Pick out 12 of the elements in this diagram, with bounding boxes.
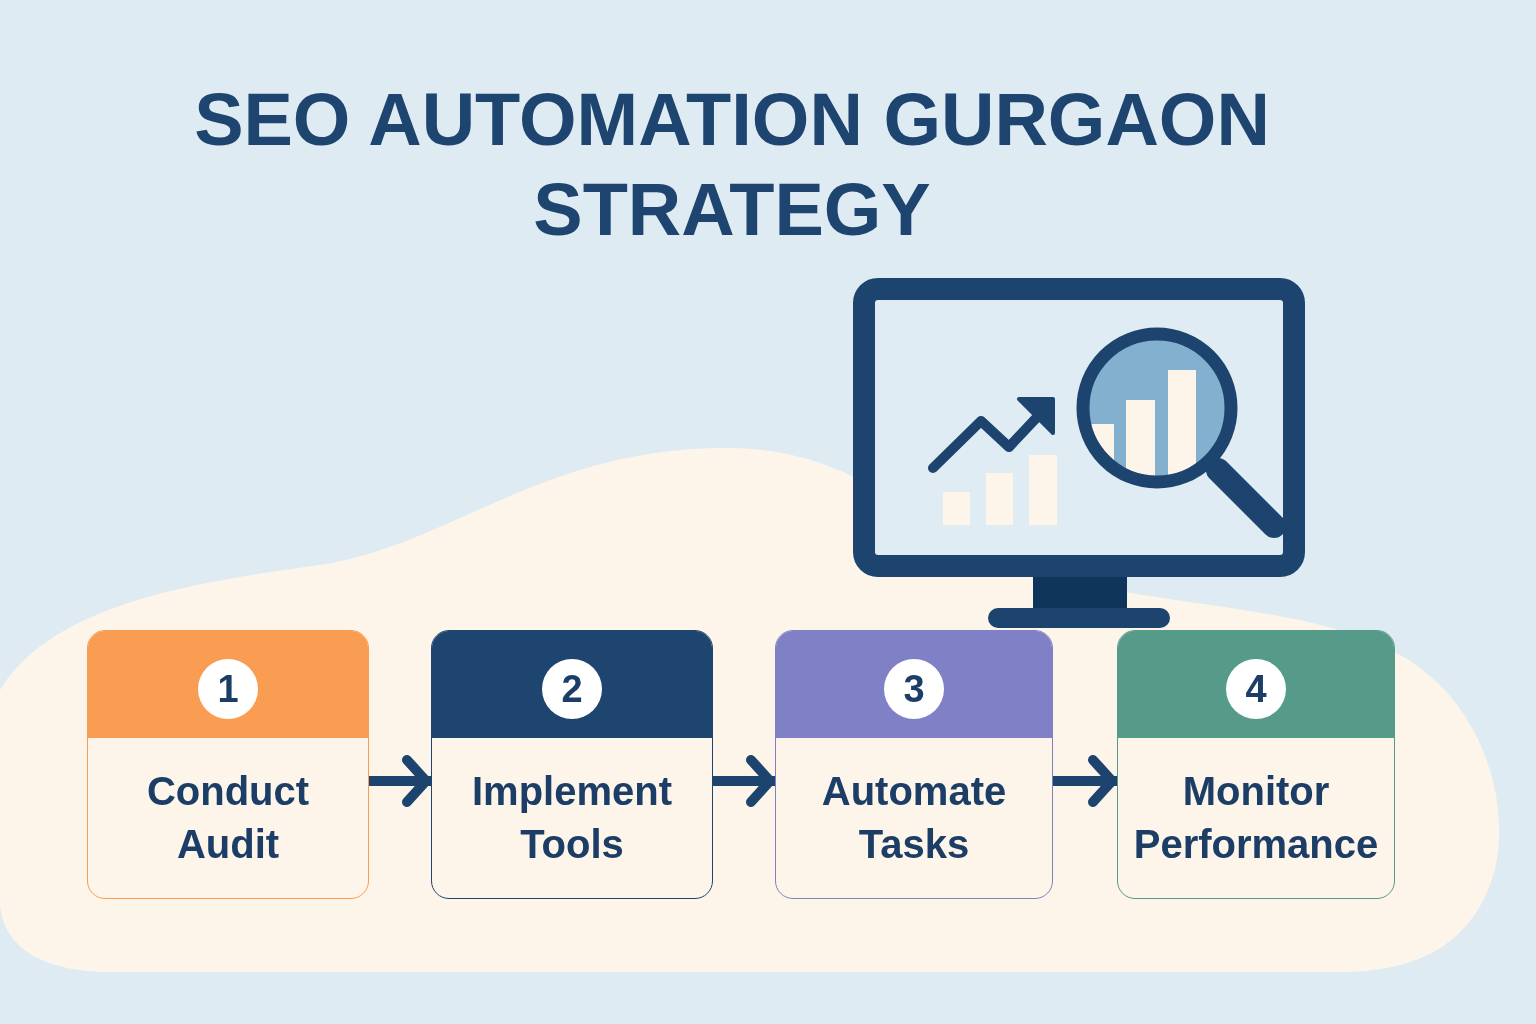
diagram-title: SEO AUTOMATION GURGAON STRATEGY (193, 77, 1271, 253)
step-card (1117, 630, 1395, 899)
step-card (775, 630, 1053, 899)
arrow (713, 755, 775, 807)
step-card (87, 630, 369, 899)
step-label: Automate Tasks (820, 768, 1008, 868)
arrow (1053, 755, 1117, 807)
step-label: Implement Tools (470, 768, 673, 868)
step-label: Monitor Performance (1132, 768, 1380, 868)
step-card (431, 630, 713, 899)
step-label: Conduct Audit (145, 768, 311, 868)
arrow (369, 755, 431, 807)
